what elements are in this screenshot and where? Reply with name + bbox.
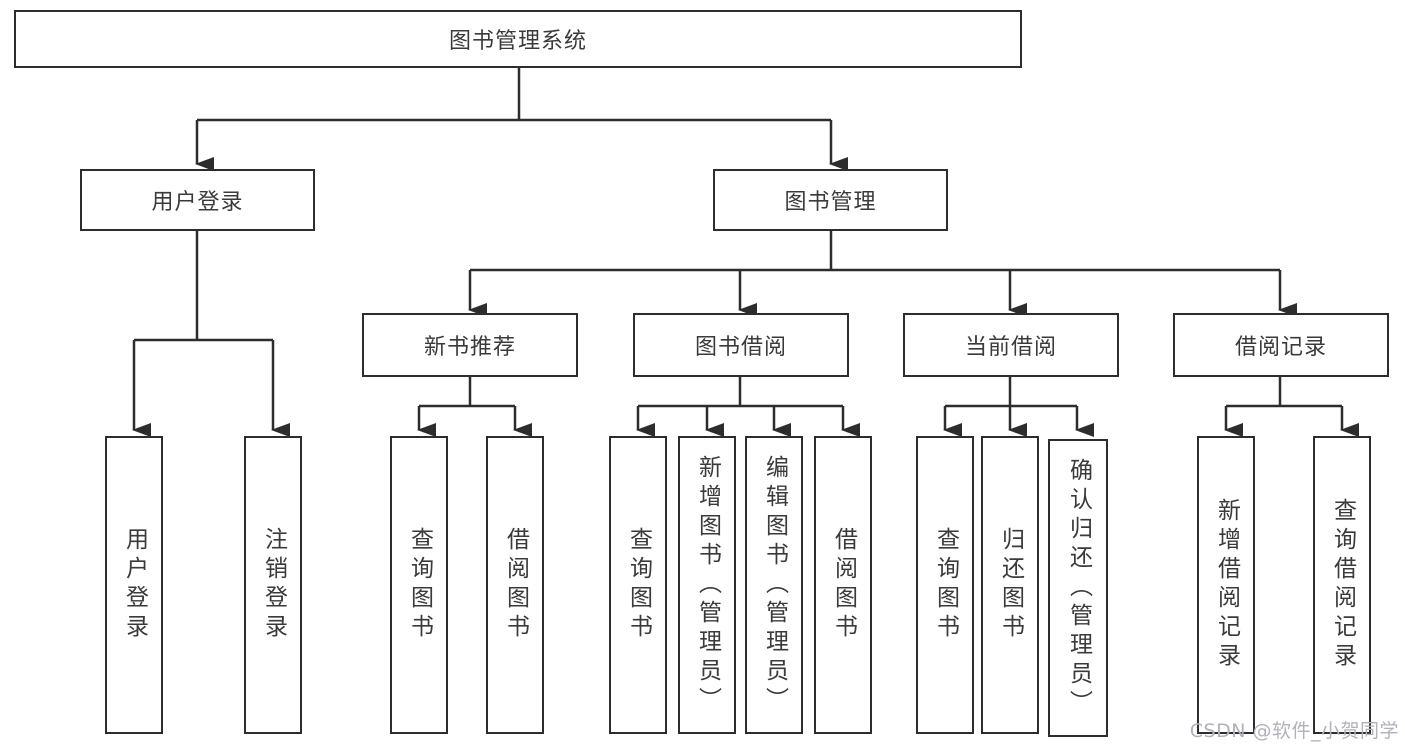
node-new-book-recommend: 新书推荐 — [362, 313, 578, 377]
leaf-return-books: 归还图书 — [981, 436, 1039, 734]
node-book-borrow: 图书借阅 — [633, 313, 849, 377]
leaf-query-books-current: 查询图书 — [916, 436, 974, 734]
node-borrow-records: 借阅记录 — [1173, 313, 1389, 377]
leaf-user-login: 用户登录 — [105, 436, 163, 734]
node-root-library-system: 图书管理系统 — [14, 10, 1022, 68]
leaf-query-books-borrow: 查询图书 — [609, 436, 667, 734]
leaf-query-books-recommend: 查询图书 — [390, 436, 448, 734]
leaf-query-borrow-record: 查询借阅记录 — [1313, 436, 1371, 734]
leaf-confirm-return-admin: 确认归还（管理员） — [1048, 439, 1108, 737]
csdn-watermark: CSDN @软件_小贺同学 — [1189, 720, 1399, 742]
node-book-management: 图书管理 — [713, 169, 948, 231]
node-current-borrow: 当前借阅 — [903, 313, 1119, 377]
leaf-borrow-books-recommend: 借阅图书 — [486, 436, 544, 734]
leaf-logout: 注销登录 — [244, 436, 302, 734]
leaf-add-borrow-record: 新增借阅记录 — [1197, 436, 1255, 734]
leaf-borrow-books: 借阅图书 — [814, 436, 872, 734]
node-user-login: 用户登录 — [80, 169, 315, 231]
leaf-add-books-admin: 新增图书（管理员） — [678, 436, 736, 734]
leaf-edit-books-admin: 编辑图书（管理员） — [745, 436, 803, 734]
